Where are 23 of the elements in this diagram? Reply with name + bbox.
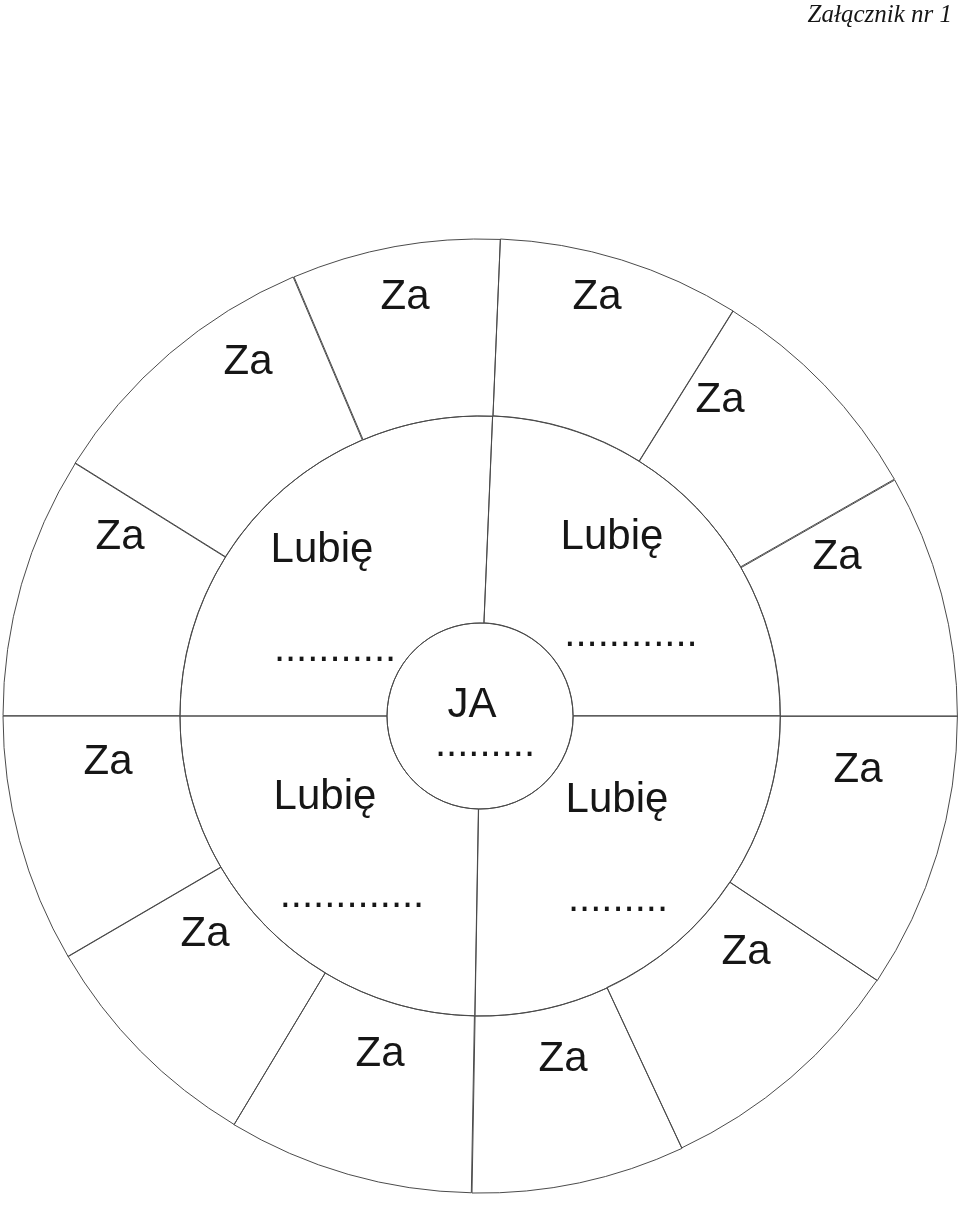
sector-label: Lubię [270,527,374,569]
sector-label: Lubię [273,774,377,816]
sector-label: Za [695,377,745,419]
sector-label: Za [812,534,862,576]
sector-label: Za [833,747,883,789]
page-title: Załącznik nr 1 [807,0,952,28]
sector-label: Za [223,339,273,381]
sector-label: Za [721,929,771,971]
center-label: JA [447,682,497,724]
sector-label: Za [572,274,622,316]
sector-label: Za [83,739,133,781]
sector-label: Za [355,1031,405,1073]
dotted-fill-in-line: ............. [279,873,425,913]
dotted-fill-in-line: ......... [567,877,668,917]
sector-label: Za [380,274,430,316]
dotted-fill-in-line: ............ [564,612,698,652]
sector-label: Za [180,911,230,953]
sector-label: Lubię [560,514,664,556]
dotted-fill-in-line: ......... [435,722,535,762]
dotted-fill-in-line: ........... [273,627,397,667]
sector-label: Lubię [565,777,669,819]
sector-label: Za [538,1036,588,1078]
sector-label: Za [95,514,145,556]
